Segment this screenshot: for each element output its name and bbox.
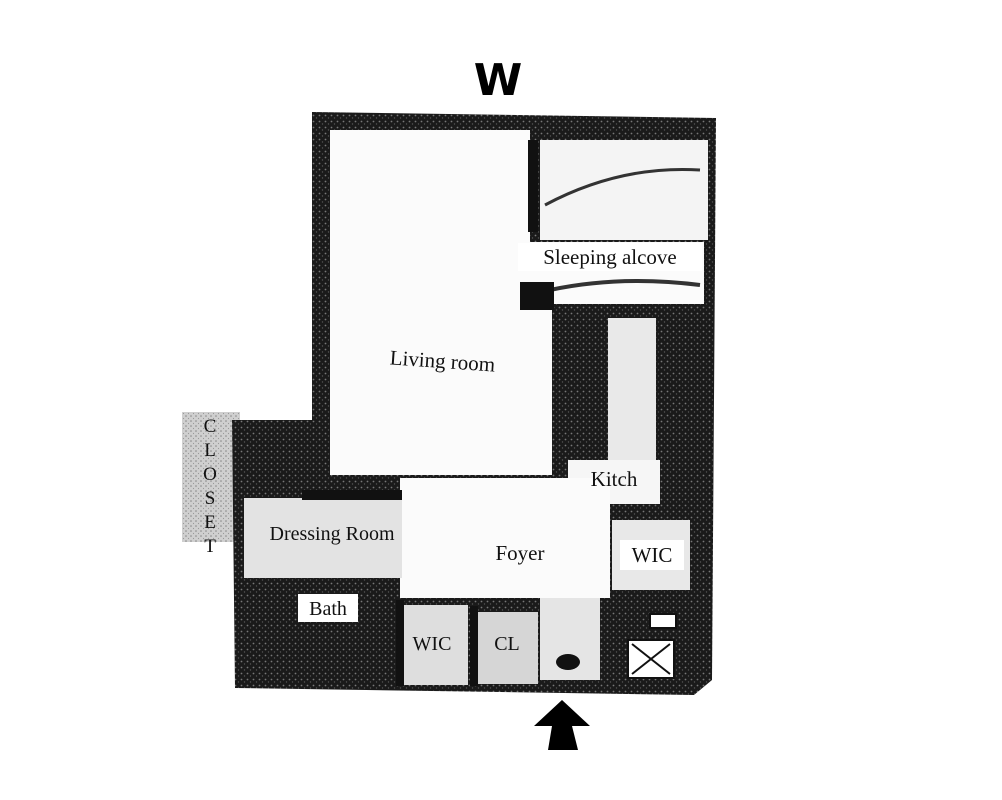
foyer-label: Foyer xyxy=(496,541,545,565)
cl-label: CL xyxy=(494,633,520,655)
svg-text:L: L xyxy=(204,440,216,461)
svg-text:O: O xyxy=(203,464,217,485)
door-knob xyxy=(556,654,580,670)
small-appliance xyxy=(649,613,677,629)
dressing-room-label: Dressing Room xyxy=(270,523,395,545)
wic-bottom-floor xyxy=(400,605,468,685)
closet-label: C L O S E T xyxy=(203,416,217,557)
bed-sketch xyxy=(544,167,701,207)
sleeping-alcove-floor xyxy=(540,140,708,240)
closet-area xyxy=(182,412,240,542)
interior-wall xyxy=(302,490,402,500)
svg-text:S: S xyxy=(205,488,216,509)
kitchen-counter xyxy=(608,318,656,460)
dressing-room-floor xyxy=(244,498,402,578)
up-arrow-icon xyxy=(534,700,590,750)
kitchen-label: Kitch xyxy=(591,467,638,491)
alcove-partition-wall xyxy=(528,140,538,232)
svg-text:T: T xyxy=(204,536,216,557)
cl-floor xyxy=(478,612,538,684)
svg-text:E: E xyxy=(204,512,216,533)
wic-bottom-label: WIC xyxy=(413,633,452,655)
bath-label: Bath xyxy=(309,598,347,620)
foyer-floor xyxy=(400,478,610,598)
svg-text:C: C xyxy=(204,416,217,437)
wic-right-label: WIC xyxy=(632,543,673,567)
sleeping-alcove-label: Sleeping alcove xyxy=(543,245,677,269)
compass-west-label: W xyxy=(474,55,523,106)
